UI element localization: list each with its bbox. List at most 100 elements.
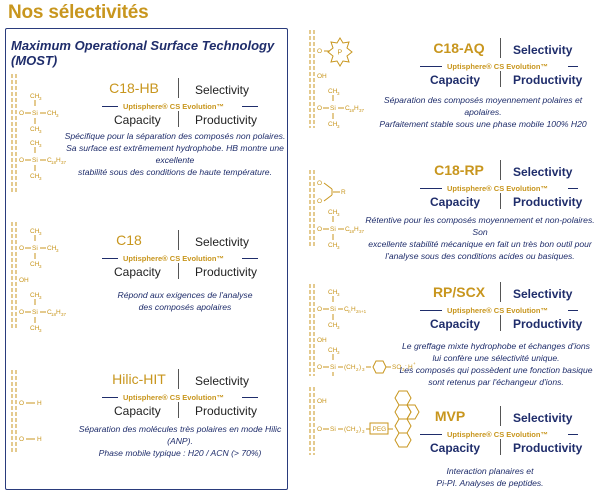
svg-text:H: H	[408, 364, 413, 371]
svg-text:C: C	[345, 105, 350, 112]
svg-text:CH: CH	[328, 322, 338, 329]
svg-text:O: O	[19, 400, 24, 407]
c18rp-divider-2	[500, 193, 501, 209]
hilic-description: Séparation des molécules très polaires e…	[78, 424, 282, 458]
svg-text:CH: CH	[328, 347, 338, 354]
c18-selectivity: Selectivity	[195, 235, 250, 249]
hilic-productivity: Productivity	[195, 404, 258, 418]
svg-text:Si: Si	[330, 226, 336, 233]
most-group-box	[5, 28, 288, 490]
c18hb-title: C18-HB	[109, 80, 159, 96]
mvp-title: MVP	[434, 408, 466, 424]
c18rp-title: C18-RP	[434, 162, 484, 178]
svg-text:3: 3	[39, 328, 42, 333]
svg-text:3: 3	[56, 248, 59, 253]
mvp-description: Interaction planaires et Pi-PI. Analyses…	[436, 466, 544, 488]
svg-text:CH: CH	[30, 228, 40, 235]
c18aq-capacity: Capacity	[430, 73, 481, 87]
mvp-divider	[500, 406, 501, 426]
svg-text:(CH: (CH	[344, 364, 356, 371]
mvp-rule-right	[568, 434, 578, 435]
svg-text:OH: OH	[19, 277, 29, 284]
hilic-brand: Uptisphere® CS Evolution™	[123, 393, 224, 402]
svg-text:Si: Si	[330, 306, 336, 313]
svg-text:): )	[359, 426, 361, 433]
svg-text:CH: CH	[328, 242, 338, 249]
c18hb-brand: Uptisphere® CS Evolution™	[123, 102, 224, 111]
c18rp-divider	[500, 160, 501, 180]
svg-text:3: 3	[337, 350, 340, 355]
c18aq-rule-right	[568, 66, 578, 67]
c18rp-brand: Uptisphere® CS Evolution™	[447, 184, 548, 193]
svg-text:18: 18	[349, 229, 355, 234]
svg-text:O: O	[317, 198, 322, 205]
svg-text:C: C	[47, 309, 52, 316]
c18aq-brand: Uptisphere® CS Evolution™	[447, 62, 548, 71]
svg-text:3: 3	[362, 429, 365, 434]
rpscx-description: Le greffage mixte hydrophobe et échanges…	[399, 341, 593, 387]
rpscx-capacity: Capacity	[430, 317, 481, 331]
svg-text:H: H	[351, 306, 356, 313]
c18hb-description: Spécifique pour la séparation des compos…	[64, 131, 286, 177]
svg-text:CH: CH	[30, 292, 40, 299]
hilic-rule-left	[102, 397, 118, 398]
svg-text:CH: CH	[30, 325, 40, 332]
c18aq-divider	[500, 38, 501, 58]
svg-text:Si: Si	[32, 157, 38, 164]
c18rp-capacity: Capacity	[430, 195, 481, 209]
most-title-line1: Maximum Operational Surface Technology	[11, 38, 275, 53]
svg-text:O: O	[19, 157, 24, 164]
c18aq-rule-left	[420, 66, 442, 67]
c18-brand: Uptisphere® CS Evolution™	[123, 254, 224, 263]
rpscx-divider-2	[500, 315, 501, 331]
c18aq-description: Séparation des composés moyennement pola…	[379, 95, 587, 129]
svg-text:CH: CH	[328, 88, 338, 95]
svg-text:CH: CH	[30, 140, 40, 147]
svg-text:O: O	[19, 436, 24, 443]
mvp-capacity: Capacity	[430, 441, 481, 455]
svg-text:3: 3	[39, 264, 42, 269]
svg-text:C: C	[345, 226, 350, 233]
svg-text:37: 37	[359, 108, 365, 113]
svg-text:CH: CH	[30, 126, 40, 133]
svg-text:(CH: (CH	[344, 426, 356, 433]
mvp-rule-left	[420, 434, 442, 435]
svg-text:Si: Si	[330, 426, 336, 433]
hilic-title: Hilic-HIT	[112, 371, 166, 387]
svg-text:H: H	[37, 400, 42, 407]
svg-text:CH: CH	[30, 261, 40, 268]
mvp-selectivity: Selectivity	[513, 411, 573, 425]
c18hb-capacity: Capacity	[114, 113, 161, 127]
page-title: Nos sélectivités	[8, 2, 149, 23]
c18-description: Répond aux exigences de l'analyse des co…	[117, 290, 253, 312]
hilic-structure: O H O H	[11, 370, 42, 452]
c18-productivity: Productivity	[195, 265, 258, 279]
svg-text:OH: OH	[317, 73, 327, 80]
svg-text:O: O	[317, 180, 322, 187]
svg-text:37: 37	[61, 160, 67, 165]
rpscx-rule-right	[568, 310, 578, 311]
rpscx-productivity: Productivity	[513, 317, 583, 331]
c18-title: C18	[116, 232, 142, 248]
svg-text:): )	[359, 364, 361, 371]
svg-text:H: H	[37, 436, 42, 443]
svg-text:18: 18	[51, 312, 57, 317]
svg-text:CH: CH	[47, 110, 57, 117]
svg-text:-: -	[405, 363, 407, 368]
svg-text:O: O	[19, 110, 24, 117]
hilic-divider	[178, 369, 179, 389]
svg-text:O: O	[317, 105, 322, 112]
svg-text:18: 18	[51, 160, 57, 165]
svg-text:2n+1: 2n+1	[356, 309, 367, 314]
svg-text:C: C	[47, 157, 52, 164]
most-title: Maximum Operational Surface Technology (…	[11, 38, 281, 68]
svg-text:P: P	[338, 50, 343, 57]
svg-text:CH: CH	[30, 93, 40, 100]
rpscx-divider	[500, 282, 501, 302]
svg-text:CH: CH	[328, 289, 338, 296]
svg-text:H: H	[56, 309, 61, 316]
hilic-selectivity: Selectivity	[195, 374, 250, 388]
